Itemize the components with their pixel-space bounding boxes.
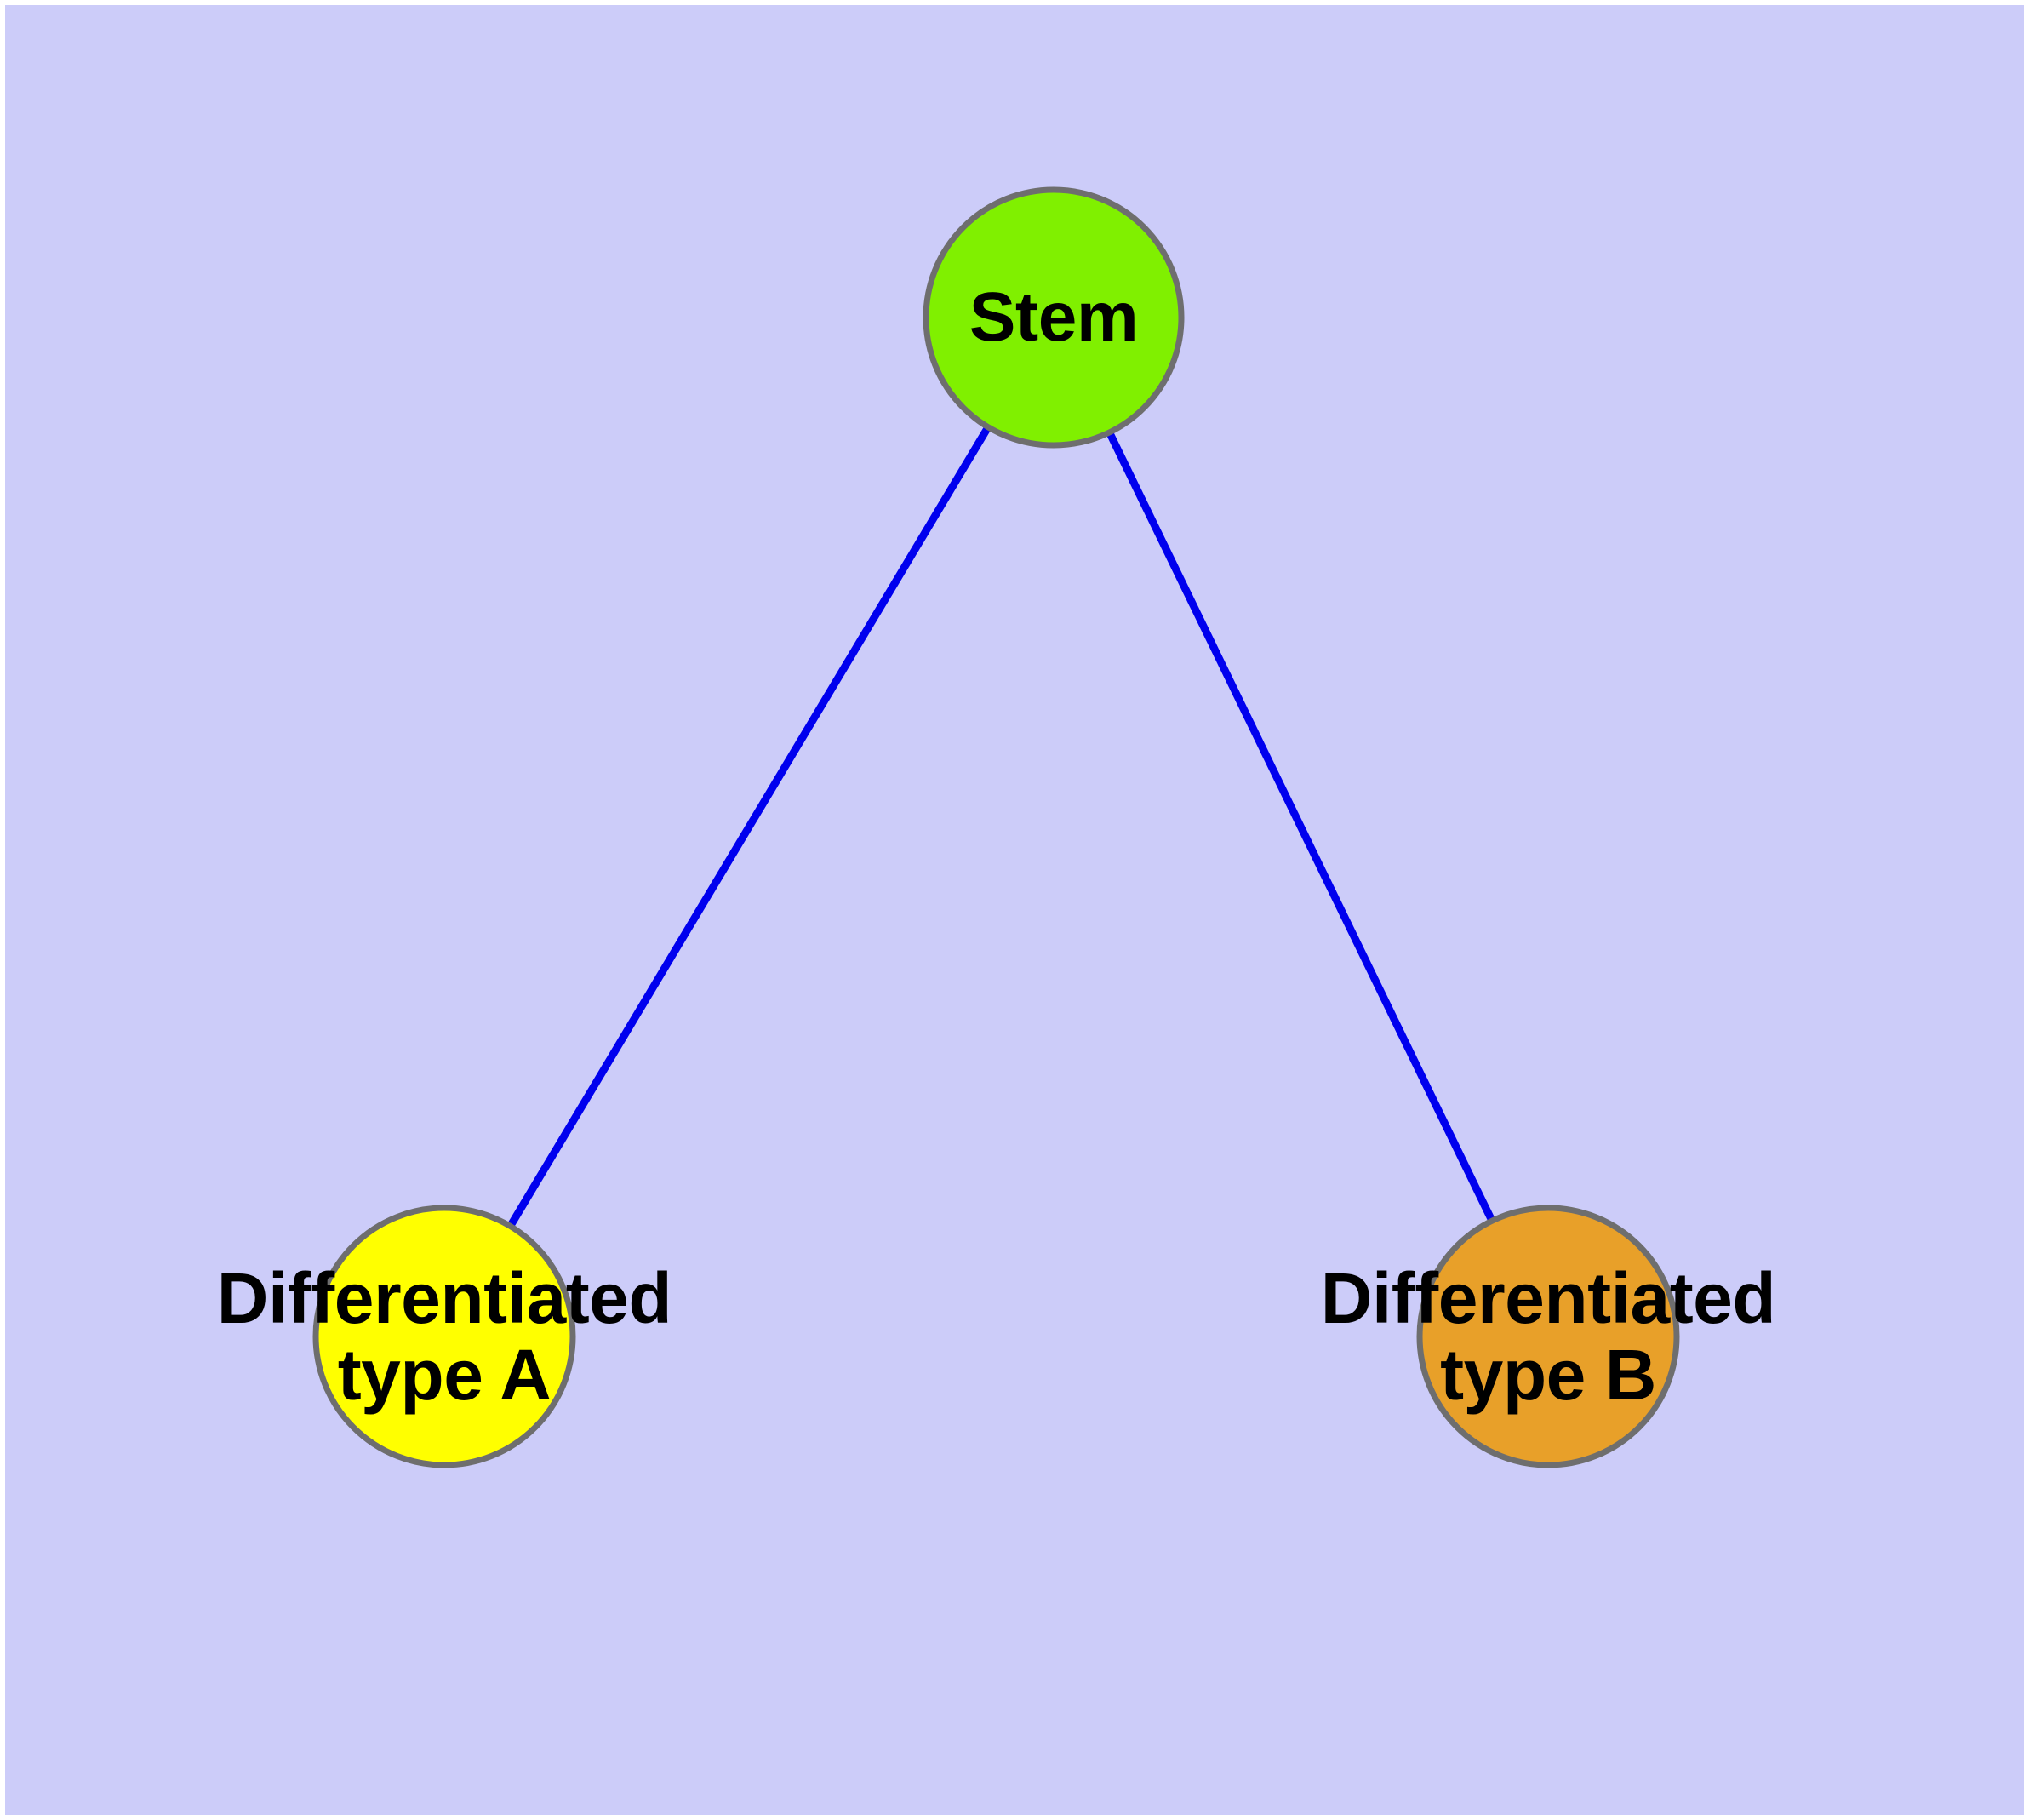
graph-edge [1105,429,1496,1224]
graph-node-diff-b[interactable] [1416,1205,1680,1468]
graph-node-stem[interactable] [923,186,1185,449]
graph-edge [506,423,992,1230]
nodes-group [312,186,1680,1468]
graph-node-diff-a[interactable] [312,1205,576,1468]
graph-plot-area: Stem Differentiated type A Differentiate… [5,5,2024,1815]
edges-group [506,423,1496,1230]
graph-svg [312,186,1680,1468]
